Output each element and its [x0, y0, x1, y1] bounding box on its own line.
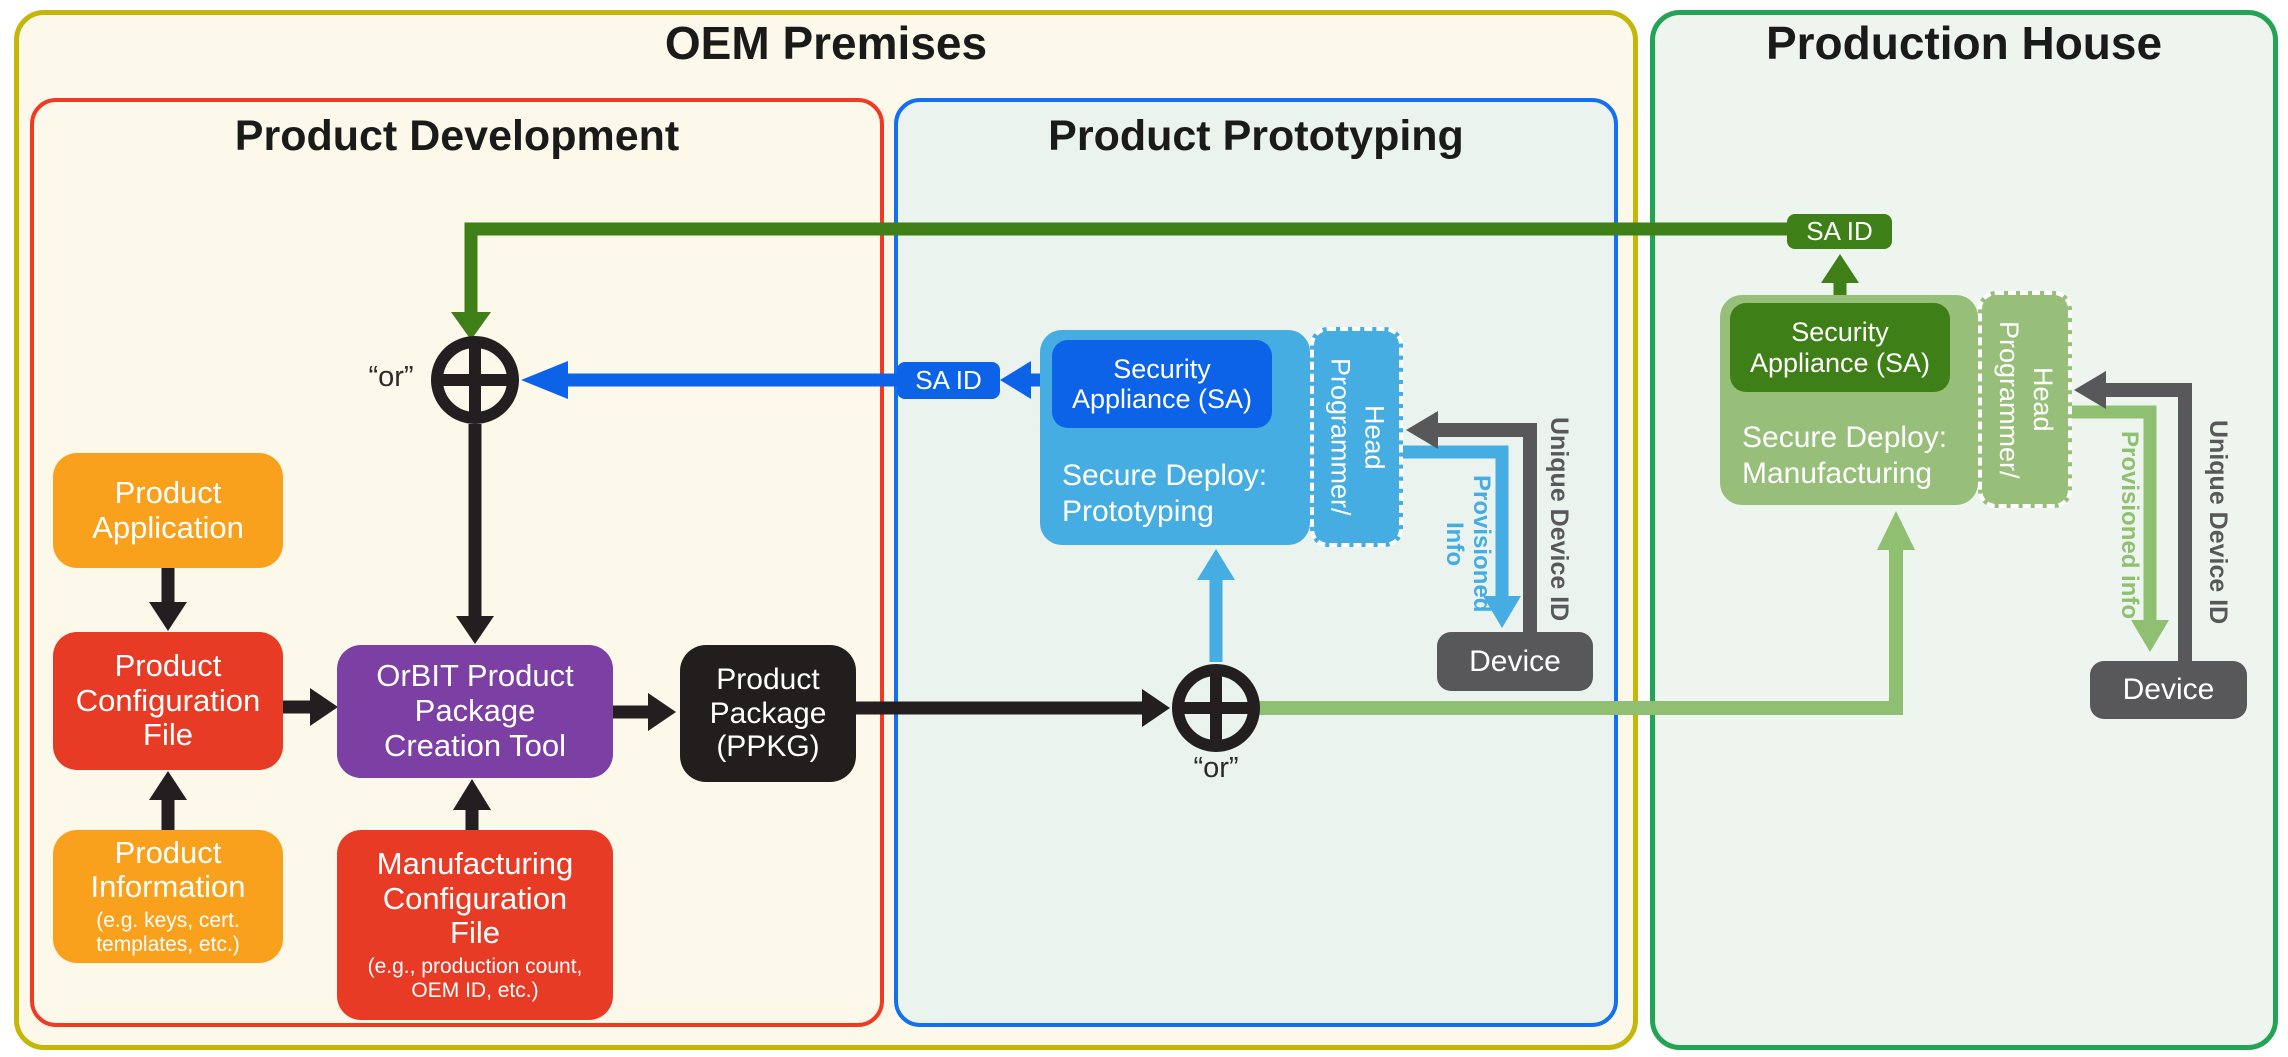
- product-application-label: Product Application: [92, 474, 244, 545]
- arrow-orbit-to-ppkg: [613, 693, 676, 731]
- provisioned-info-label-prototyping: Provisioned Info: [1441, 475, 1495, 613]
- production-house-panel: [1650, 10, 2278, 1050]
- arrow-ppkg-to-or-junction: [856, 689, 1170, 727]
- arrow-sa-id-production-to-or-junction: [451, 222, 1787, 340]
- device-label-production: Device: [2122, 673, 2215, 707]
- or-label-prototyping: “or”: [1193, 752, 1239, 784]
- arrow-provisioned-info-production: [2072, 405, 2169, 652]
- programmer-head-prototyping-box: Programmer/ Head: [1310, 327, 1403, 547]
- manufacturing-configuration-file-box: Manufacturing Configuration File (e.g., …: [337, 830, 613, 1020]
- arrow-or-junction-to-secure-deploy-prototyping: [1197, 549, 1235, 662]
- secure-deploy-prototyping-label: Secure Deploy: Prototyping: [1062, 459, 1268, 528]
- product-information-note: (e.g. keys, cert. templates, etc.): [96, 909, 240, 957]
- product-information-box: Product Information (e.g. keys, cert. te…: [53, 830, 283, 963]
- security-appliance-production-label: Security Appliance (SA): [1749, 317, 1931, 378]
- or-junction-prototyping: [1172, 664, 1260, 752]
- device-box-prototyping: Device: [1437, 632, 1593, 691]
- orbit-package-creation-tool-label: OrBIT Product Package Creation Tool: [376, 658, 574, 763]
- arrow-provisioned-info-prototyping: [1403, 445, 1521, 628]
- product-prototyping-title: Product Prototyping: [1048, 112, 1464, 160]
- unique-device-id-label-prototyping: Unique Device ID: [1545, 417, 1573, 622]
- secure-deploy-manufacturing-label: Secure Deploy: Manufacturing: [1742, 421, 1948, 490]
- product-configuration-file-box: Product Configuration File: [53, 632, 283, 770]
- arrow-sa-id-prototyping-to-or-junction: [521, 361, 897, 399]
- arrow-or-junction-to-secure-deploy-manufacturing: [1258, 511, 1915, 715]
- arrow-unique-device-id-prototyping: [1406, 411, 1537, 636]
- product-information-label: Product Information: [90, 834, 246, 905]
- programmer-head-prototyping-label: Programmer/ Head: [1325, 358, 1390, 516]
- arrow-configuration-to-orbit: [283, 688, 338, 726]
- orbit-package-creation-tool-box: OrBIT Product Package Creation Tool: [337, 645, 613, 778]
- unique-device-id-label-production: Unique Device ID: [2204, 419, 2232, 625]
- programmer-head-production-box: Programmer/ Head: [1978, 291, 2072, 508]
- product-development-title: Product Development: [234, 112, 680, 160]
- security-appliance-production-box: Security Appliance (SA): [1730, 303, 1950, 392]
- production-house-title: Production House: [1765, 17, 2163, 69]
- arrow-application-to-configuration: [149, 566, 187, 631]
- oem-premises-title: OEM Premises: [664, 17, 988, 69]
- product-application-box: Product Application: [53, 453, 283, 568]
- manufacturing-configuration-file-label: Manufacturing Configuration File: [376, 845, 574, 951]
- arrow-manufacturing-to-orbit: [453, 779, 491, 831]
- device-label-prototyping: Device: [1469, 644, 1561, 678]
- manufacturing-configuration-note: (e.g., production count, OEM ID, etc.): [367, 954, 583, 1003]
- device-box-production: Device: [2090, 661, 2247, 719]
- arrow-unique-device-id-production: [2074, 371, 2192, 665]
- security-appliance-prototyping-box: Security Appliance (SA): [1052, 340, 1272, 428]
- programmer-head-production-label: Programmer/ Head: [1994, 320, 2058, 479]
- or-label-development: “or”: [368, 361, 414, 393]
- or-junction-development: [431, 336, 519, 424]
- arrow-or-junction-to-orbit: [456, 424, 494, 644]
- product-package-ppkg-label: Product Package (PPKG): [709, 663, 827, 764]
- product-configuration-file-label: Product Configuration File: [75, 647, 261, 753]
- sa-id-badge-production: SA ID: [1787, 214, 1892, 249]
- arrow-information-to-configuration: [149, 771, 187, 831]
- security-appliance-prototyping-label: Security Appliance (SA): [1071, 353, 1253, 414]
- sa-id-badge-prototyping: SA ID: [897, 362, 1000, 399]
- provisioned-info-label-production: Provisioned info: [2116, 430, 2143, 619]
- product-package-ppkg-box: Product Package (PPKG): [680, 645, 856, 782]
